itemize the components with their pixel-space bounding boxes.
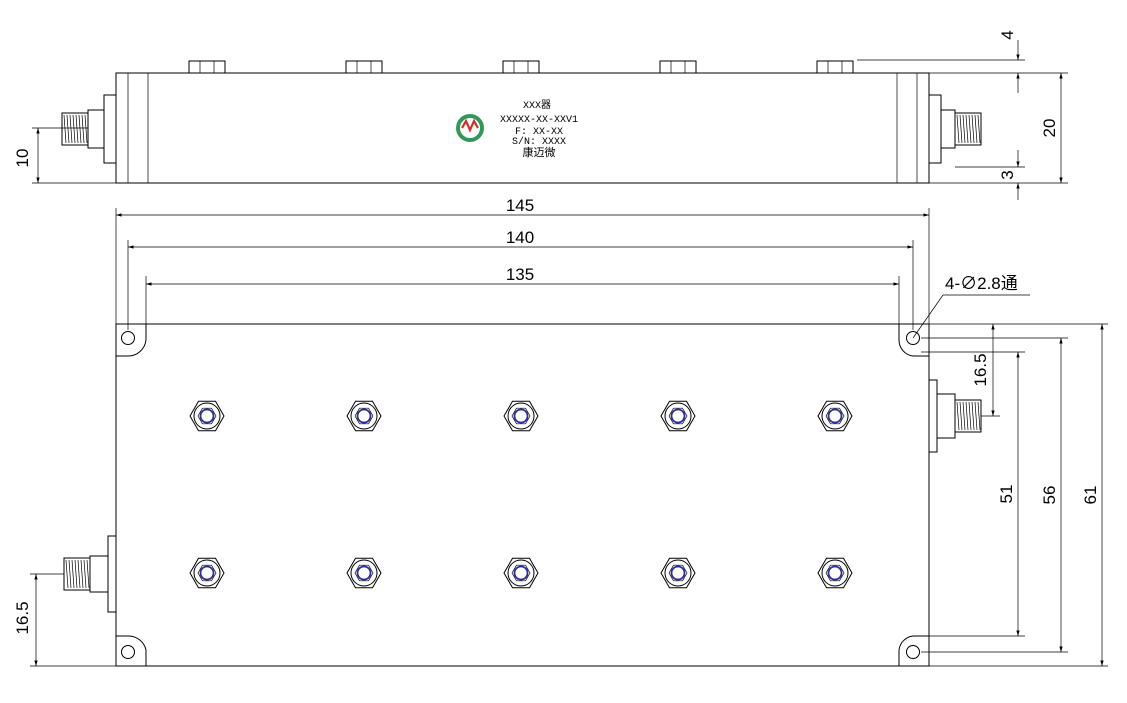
thread-line [80,559,84,589]
thread-line [959,114,963,144]
label-line2: XXXXX-XX-XXV1 [500,115,578,126]
thread-line [74,559,78,589]
mounting-holes [116,323,929,667]
thread-line [956,401,960,431]
thread-line [72,114,76,144]
thread-line [962,114,966,144]
thread-line [75,114,79,144]
dim-145: 145 [506,196,534,215]
thread-line [63,114,67,144]
dim-16-5-left: 16.5 [13,601,32,634]
dim-4: 4 [998,30,1017,39]
thread-line [974,114,978,144]
tuning-screw [503,400,539,432]
right-flange [896,72,942,184]
thread-line [962,401,966,431]
dim-135: 135 [506,265,534,284]
top-tuning-nuts [188,60,854,74]
sma-connector-left-plan [63,535,117,613]
tuning-screw [660,400,696,432]
thread-line [66,114,70,144]
thread-line [968,114,972,144]
tuning-nut-side [659,60,697,74]
tuning-screw [660,557,696,589]
tuning-screw [817,557,853,589]
dim-56: 56 [1040,486,1059,505]
tuning-nut-side [502,60,540,74]
thread-line [965,114,969,144]
tuning-nut-side [345,60,383,74]
sma-connector-right-plan [928,379,982,453]
thread-line [977,114,981,144]
thread-line [69,114,73,144]
thread-line [971,114,975,144]
thread-line [65,559,69,589]
thread-line [83,559,87,589]
thread-line [84,114,88,144]
thread-line [956,114,960,144]
product-label: XXX器 XXXXX-XX-XXV1 F: XX-XX S/N: XXXX 康迈… [456,99,578,159]
label-line5: 康迈微 [523,145,556,159]
tuning-nut-side [816,60,854,74]
thread-line [977,401,981,431]
thread-line [974,401,978,431]
plan-view [63,323,982,667]
tuning-screw [503,557,539,589]
thread-line [68,559,72,589]
plan-view-dimensions: 145 140 135 4-∅2.8通 16.5 51 56 61 [13,196,1108,667]
tuning-screw [346,557,382,589]
dim-20: 20 [1040,119,1059,138]
thread-line [965,401,969,431]
sma-connector-left-side [61,109,105,149]
thread-line [71,559,75,589]
side-view: XXX器 XXXXX-XX-XXV1 F: XX-XX S/N: XXXX 康迈… [61,60,982,184]
tuning-screw [346,400,382,432]
thread-line [86,559,90,589]
label-line3: F: XX-XX [515,127,563,138]
thread-line [78,114,82,144]
thread-line [959,401,963,431]
tuning-nut-side [188,60,226,74]
dim-3: 3 [998,170,1017,179]
dim-10: 10 [13,149,32,168]
side-view-dimensions: 10 4 20 3 [13,30,1068,200]
sma-connector-right-side [940,109,982,149]
tuning-screw [817,400,853,432]
dim-16-5-right: 16.5 [971,353,990,386]
dim-51: 51 [997,485,1016,504]
dim-140: 140 [506,228,534,247]
tuning-screw [189,557,225,589]
label-line1: XXX器 [523,99,551,112]
label-line4: S/N: XXXX [512,136,566,148]
tuning-screw [189,400,225,432]
dim-61: 61 [1081,486,1100,505]
tuning-screws [189,400,853,589]
thread-line [971,401,975,431]
thread-line [77,559,81,589]
thread-line [968,401,972,431]
mw-logo-icon [456,114,484,142]
left-flange [103,72,149,184]
thread-line [81,114,85,144]
holes-callout: 4-∅2.8通 [945,274,1018,293]
